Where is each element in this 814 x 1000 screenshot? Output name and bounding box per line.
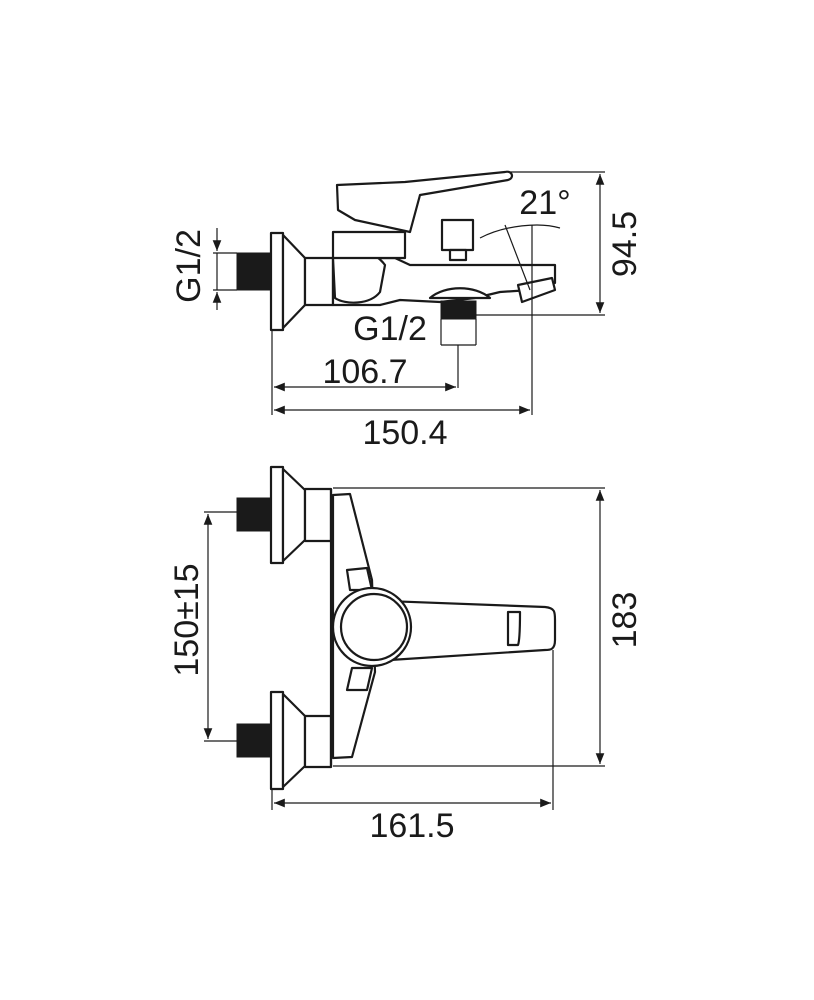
upper-inlet-thread [236, 497, 271, 532]
width-label: 183 [606, 592, 644, 649]
outlet-cap [428, 287, 492, 300]
lower-inlet-thread [236, 723, 271, 758]
side-view: G1/2 G1/2 21° 94.5 106.7 150.4 [170, 170, 644, 452]
angle-line [504, 224, 531, 291]
height-label: 94.5 [606, 211, 644, 277]
inlet-thread [236, 252, 271, 291]
diverter-button [440, 218, 475, 252]
lower-flange [269, 690, 285, 791]
outlet-thread-label: G1/2 [353, 310, 427, 348]
upper-nut [303, 487, 333, 543]
flange-cone [281, 233, 307, 330]
upper-flange [269, 465, 285, 565]
handle-cap [339, 592, 409, 662]
inlet-spacing-label: 150±15 [168, 563, 206, 676]
depth-label-top: 161.5 [369, 807, 454, 845]
lower-nut [303, 714, 333, 769]
depth-label: 150.4 [362, 414, 447, 452]
wall-flange [269, 231, 285, 332]
outlet-offset-label: 106.7 [322, 353, 407, 391]
body-cartridge [331, 230, 407, 260]
angle-arc [479, 224, 561, 239]
nut [303, 256, 335, 307]
lever [335, 170, 514, 234]
diverter-stem [448, 248, 468, 262]
outlet-thread [440, 300, 477, 320]
angle-label: 21° [519, 184, 570, 222]
inlet-thread-label: G1/2 [170, 229, 208, 303]
top-view: 150±15 183 161.5 [168, 465, 644, 845]
spout-body [331, 256, 557, 307]
